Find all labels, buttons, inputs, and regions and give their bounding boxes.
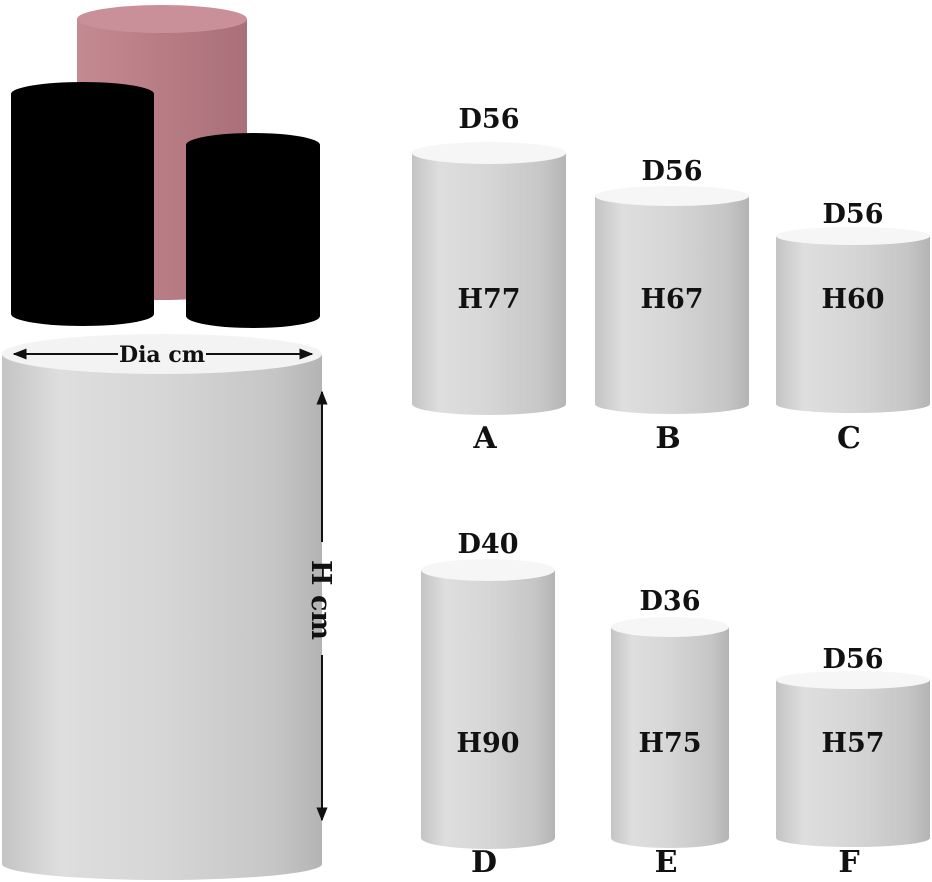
model-f-top xyxy=(776,671,930,689)
model-b-height: H67 xyxy=(640,284,703,315)
model-b-diameter: D56 xyxy=(642,156,703,187)
diameter-dimension: Dia cm xyxy=(12,342,314,368)
model-f-body xyxy=(776,680,930,847)
model-a-letter: A xyxy=(472,421,497,456)
model-e-body xyxy=(611,627,729,848)
model-f-height: H57 xyxy=(821,728,884,759)
model-a-top xyxy=(412,142,566,164)
model-a-body xyxy=(412,153,566,415)
diameter-label: Dia cm xyxy=(119,342,205,368)
model-c-body xyxy=(776,236,930,413)
black-cylinder-right xyxy=(186,133,320,328)
model-c-top xyxy=(776,227,930,245)
model-a-diameter: D56 xyxy=(459,104,520,135)
model-e-letter: E xyxy=(655,845,678,880)
model-f-diameter: D56 xyxy=(823,644,884,675)
reference-cylinder xyxy=(2,334,322,880)
model-f-letter: F xyxy=(838,845,859,880)
model-c-letter: C xyxy=(837,421,861,456)
model-d-letter: D xyxy=(471,845,497,880)
model-e-height: H75 xyxy=(638,728,701,759)
model-b-body xyxy=(595,196,749,414)
model-e-top xyxy=(611,617,729,637)
model-e-diameter: D36 xyxy=(640,586,701,617)
height-label: H cm xyxy=(305,560,336,640)
model-d-diameter: D40 xyxy=(458,529,519,560)
model-a-height: H77 xyxy=(457,284,520,315)
height-dimension: H cm xyxy=(305,390,336,822)
model-b-top xyxy=(595,186,749,206)
model-c-height: H60 xyxy=(821,284,884,315)
model-c-diameter: D56 xyxy=(823,199,884,230)
black-cylinder-left xyxy=(11,82,154,326)
model-grid: D56H77AD56H67BD56H60CD40H90DD36H75ED56H5… xyxy=(412,104,930,880)
model-b-letter: B xyxy=(655,421,680,456)
model-d-top xyxy=(421,559,555,581)
model-d-body xyxy=(421,570,555,849)
model-d-height: H90 xyxy=(456,728,519,759)
